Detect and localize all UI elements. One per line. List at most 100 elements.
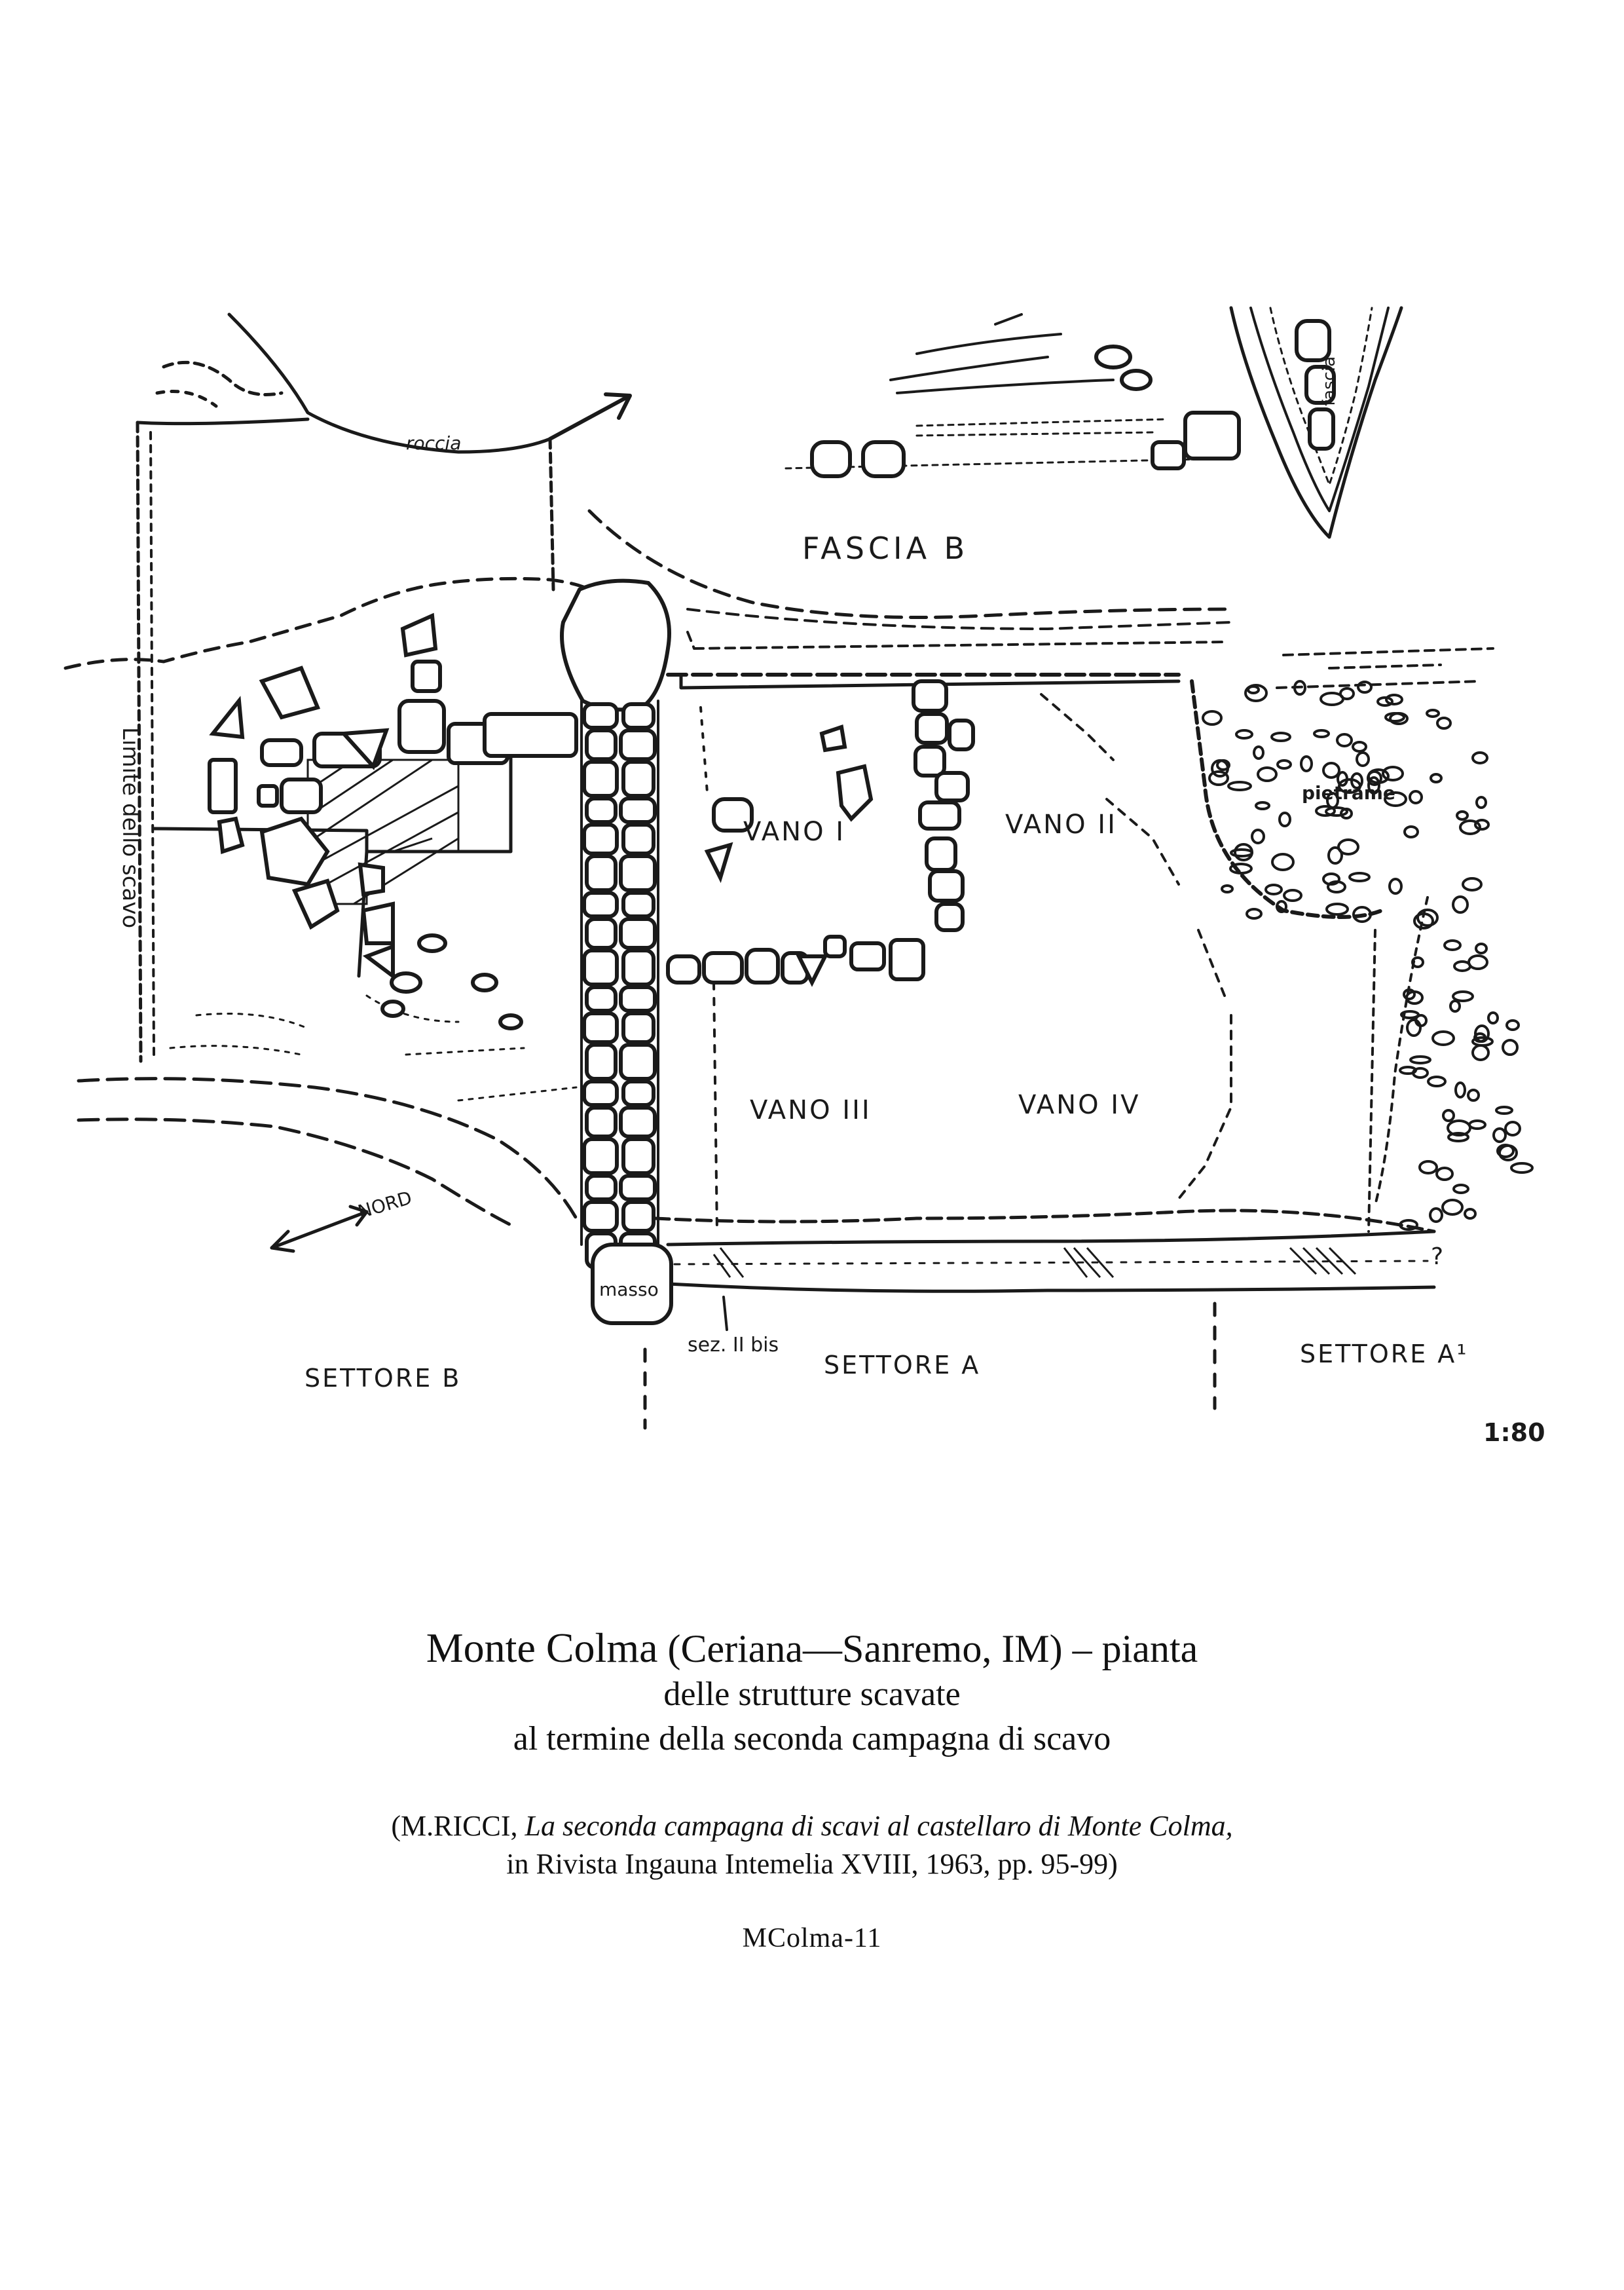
rubble-stone: [1367, 776, 1380, 795]
wall-stone: [585, 1106, 618, 1138]
rock-outline-top-left: [136, 312, 632, 454]
ref-source: in Rivista Ingauna Intemelia XVIII, 1963…: [506, 1848, 1118, 1880]
rubble-stone: [1464, 1208, 1477, 1220]
rubble-stone: [1442, 1109, 1455, 1122]
wall-stone: [621, 948, 655, 986]
ref-title: La seconda campagna di scavi al castella…: [525, 1810, 1233, 1842]
rubble-stone: [1452, 1184, 1469, 1194]
wall-stone: [619, 854, 657, 892]
wall-stone: [582, 823, 619, 855]
rubble-stone: [1474, 819, 1490, 831]
rubble-stone: [1352, 741, 1367, 753]
rubble-stone: [1221, 884, 1234, 893]
fascia-b-area: [587, 313, 1241, 630]
wall-stone: [582, 1011, 619, 1044]
rubble-stone: [1356, 751, 1370, 767]
rubble-stone: [1257, 766, 1278, 782]
rubble-stone: [1227, 781, 1252, 791]
figure-caption: Monte Colma (Ceriana—Sanremo, IM) – pian…: [0, 1624, 1624, 1954]
rubble-stone: [1475, 943, 1488, 954]
rubble-stone: [1456, 810, 1469, 821]
rubble-stone: [1246, 908, 1263, 920]
rubble-stone: [1313, 729, 1330, 738]
wall-stone: [621, 823, 655, 855]
wall-stone: [585, 1043, 618, 1081]
pietrame-rubble: [1202, 680, 1534, 1231]
wall-stone: [619, 1043, 657, 1081]
rubble-stone: [1498, 1144, 1518, 1161]
label-fascia: fascia: [1320, 356, 1339, 406]
rubble-stone: [1475, 796, 1487, 809]
wall-stone: [582, 1200, 619, 1233]
wall-stone: [585, 985, 618, 1013]
label-scale: 1:80: [1483, 1418, 1545, 1447]
rubble-stone: [1403, 825, 1419, 838]
rubble-stone: [1427, 1076, 1447, 1087]
rubble-stone: [1502, 1039, 1519, 1056]
settore-a-south-wall: [653, 1209, 1436, 1293]
wall-stone: [619, 917, 657, 950]
central-wall-outline: [580, 700, 659, 1246]
rubble-stone: [1384, 791, 1407, 807]
rubble-stone: [1406, 1019, 1422, 1037]
wall-stone: [582, 760, 619, 798]
wall-stone: [619, 1174, 657, 1201]
caption-line-3: al termine della seconda campagna di sca…: [513, 1720, 1111, 1757]
rubble-stone: [1211, 759, 1229, 778]
rubble-stone: [1449, 1000, 1461, 1013]
rubble-stone: [1264, 884, 1283, 895]
rubble-stone: [1426, 709, 1440, 718]
rubble-stone: [1492, 1127, 1507, 1143]
rubble-stone: [1251, 829, 1265, 844]
wall-stone: [621, 760, 655, 798]
wall-stone: [582, 1137, 619, 1175]
rubble-stone: [1510, 1162, 1534, 1174]
rubble-stone: [1418, 1160, 1438, 1174]
rubble-stone: [1385, 694, 1403, 705]
rubble-stone: [1255, 801, 1270, 810]
path-south-west: [77, 1077, 578, 1227]
rubble-stone: [1384, 712, 1405, 723]
wall-stone: [585, 1174, 618, 1201]
rubble-stone: [1229, 863, 1253, 874]
wall-stone: [621, 1079, 655, 1107]
rubble-stone: [1293, 680, 1306, 696]
rubble-stone: [1411, 956, 1424, 968]
excavation-limit-outline: [136, 421, 555, 1063]
rubble-stone: [1409, 790, 1423, 804]
vano-walls: [666, 679, 1232, 1233]
central-stone-wall: [582, 702, 657, 1269]
rubble-stone: [1234, 843, 1253, 861]
label-sez-ii-bis: sez. II bis: [688, 1334, 779, 1357]
rubble-stone: [1399, 1219, 1418, 1231]
label-vano-1: VANO I: [743, 817, 845, 847]
rubble-stone: [1474, 1024, 1490, 1043]
rubble-stone: [1276, 759, 1292, 770]
label-fascia-b: FASCIA B: [802, 531, 969, 566]
document-code: MColma-11: [742, 1923, 882, 1953]
rubble-stone: [1471, 1036, 1494, 1047]
wall-stone: [582, 702, 619, 730]
rubble-stone: [1376, 696, 1393, 707]
caption-line-2: delle strutture scavate: [663, 1676, 961, 1713]
rubble-stone: [1452, 895, 1469, 914]
rubble-stone: [1413, 912, 1434, 929]
wall-stone: [619, 1106, 657, 1138]
wall-stone: [619, 985, 657, 1013]
rubble-stone: [1244, 684, 1268, 702]
rubble-stone: [1409, 1055, 1431, 1064]
wall-stone: [582, 1079, 619, 1107]
rubble-stone: [1414, 1014, 1428, 1027]
wall-stone: [619, 797, 657, 824]
label-nord: NORD: [356, 1187, 415, 1223]
wall-stone: [585, 854, 618, 892]
rubble-stone: [1338, 778, 1361, 794]
wall-stone: [585, 728, 618, 761]
label-settore-a1: SETTORE A¹: [1300, 1340, 1469, 1368]
rubble-stone: [1276, 900, 1287, 913]
rubble-stone: [1436, 717, 1452, 730]
rubble-stone: [1352, 906, 1372, 923]
rubble-stone: [1495, 1106, 1513, 1115]
north-arrow: [270, 1205, 369, 1253]
rubble-stone: [1325, 903, 1349, 916]
